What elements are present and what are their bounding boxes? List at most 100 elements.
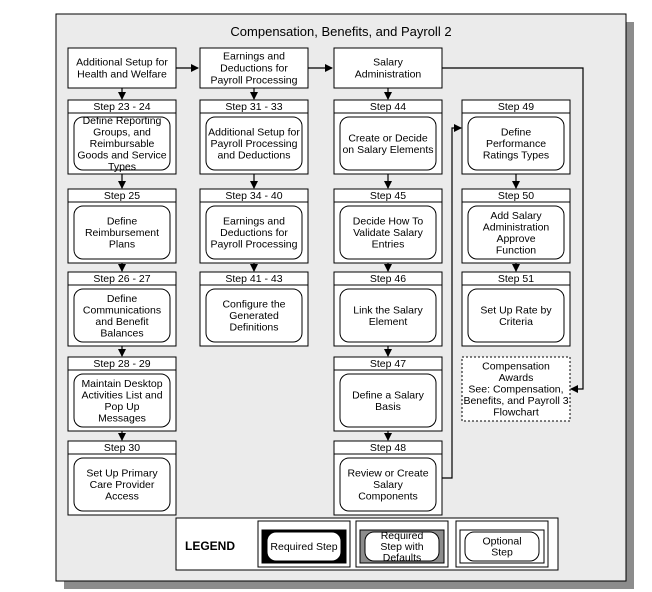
step-number: Step 31 - 33 (225, 101, 282, 113)
required-step-shape (205, 116, 303, 171)
step-description: Plans (109, 239, 135, 251)
legend-item-label: Required Step (270, 541, 337, 553)
step-description: Communications (83, 304, 161, 316)
step-description: Entries (372, 239, 405, 251)
required-step-shape (339, 457, 437, 512)
step-description: Earnings and (223, 216, 285, 228)
step-description: Define Reporting (83, 115, 162, 127)
legend-step-shape (464, 531, 540, 562)
optional-reference-label: Awards (499, 372, 534, 384)
optional-reference-box (461, 356, 571, 422)
step-description: Approve (496, 233, 535, 245)
legend-step-shape (364, 531, 440, 562)
required-step-shape (205, 205, 303, 260)
step-description: Goods and Service (77, 150, 166, 162)
step-number: Step 44 (370, 101, 406, 113)
step-description: Payroll Processing (211, 138, 298, 150)
process-box-label: Earnings and (223, 51, 285, 63)
step-number: Step 25 (104, 190, 140, 202)
step-description: Additional Setup for (208, 127, 300, 139)
legend-item-label: Optional (482, 536, 521, 548)
process-box-label: Salary (373, 57, 404, 69)
required-step-shape (73, 205, 171, 260)
step-description: Messages (98, 412, 146, 424)
step-description: Types (108, 161, 136, 173)
step-description: and Deductions (218, 150, 291, 162)
required-step-shape (339, 288, 437, 343)
step-description: Validate Salary (353, 227, 424, 239)
step-number: Step 49 (498, 101, 534, 113)
step-description: Function (496, 244, 536, 256)
step-number: Step 26 - 27 (93, 273, 150, 285)
diagram-title: Compensation, Benefits, and Payroll 2 (230, 24, 451, 39)
step-number: Step 50 (498, 190, 534, 202)
legend-item-label: Required (381, 530, 424, 542)
step-description: Generated (229, 310, 279, 322)
required-step-shape (467, 288, 565, 343)
process-box (67, 47, 177, 89)
required-step-shape (73, 373, 171, 428)
connector-arrow (442, 124, 462, 479)
required-step-shape (339, 205, 437, 260)
required-step-shape (205, 288, 303, 343)
required-step-shape (73, 288, 171, 343)
step-description: Components (358, 491, 418, 503)
step-description: Review or Create (347, 468, 428, 480)
step-description: Basis (375, 401, 401, 413)
step-description: Create or Decide (348, 132, 428, 144)
step-description: Set Up Primary (86, 468, 158, 480)
step-number: Step 23 - 24 (93, 101, 150, 113)
legend-title: LEGEND (185, 539, 235, 553)
optional-reference-label: Benefits, and Payroll 3 (463, 395, 568, 407)
step-description: Performance (486, 138, 546, 150)
step-number: Step 30 (104, 442, 140, 454)
required-step-shape (467, 205, 565, 260)
required-step-shape (339, 373, 437, 428)
step-description: Ratings Types (483, 150, 549, 162)
step-description: on Salary Elements (342, 144, 433, 156)
process-box-label: Additional Setup for (76, 57, 168, 69)
step-number: Step 28 - 29 (93, 358, 150, 370)
step-description: Balances (100, 327, 143, 339)
step-description: Activities List and (81, 389, 162, 401)
step-description: Configure the (222, 299, 285, 311)
step-description: Element (369, 316, 408, 328)
optional-reference-label: Flowchart (493, 407, 539, 419)
optional-reference-label: See: Compensation, (468, 384, 563, 396)
step-number: Step 51 (498, 273, 534, 285)
step-description: Groups, and (93, 127, 151, 139)
step-description: Define (107, 293, 138, 305)
required-step-shape (467, 116, 565, 171)
step-description: and Benefit (95, 316, 148, 328)
step-description: Define (107, 216, 138, 228)
step-description: Criteria (499, 316, 533, 328)
step-number: Step 41 - 43 (225, 273, 282, 285)
step-description: Maintain Desktop (81, 378, 162, 390)
process-box-label: Payroll Processing (211, 75, 298, 87)
optional-reference-label: Compensation (482, 361, 550, 373)
step-description: Reimbursement (85, 227, 159, 239)
step-description: Access (105, 491, 139, 503)
step-description: Define a Salary (352, 389, 425, 401)
step-description: Payroll Processing (211, 239, 298, 251)
step-description: Set Up Rate by (480, 304, 552, 316)
required-step-shape (339, 116, 437, 171)
process-box-label: Health and Welfare (77, 69, 167, 81)
process-box-label: Deductions for (220, 63, 288, 75)
legend-item-label: Step with (380, 541, 423, 553)
step-number: Step 45 (370, 190, 406, 202)
legend-item-label: Defaults (383, 552, 422, 564)
step-number: Step 34 - 40 (225, 190, 282, 202)
process-box-label: Administration (355, 69, 422, 81)
step-description: Definitions (229, 322, 278, 334)
process-box (199, 47, 309, 89)
step-description: Deductions for (220, 227, 288, 239)
connector-arrow (442, 67, 584, 393)
step-description: Decide How To (353, 216, 424, 228)
step-description: Pop Up (104, 401, 139, 413)
legend-item-label: Step (491, 547, 513, 559)
step-number: Step 47 (370, 358, 406, 370)
step-description: Salary (373, 479, 404, 491)
step-description: Reimbursable (90, 138, 155, 150)
